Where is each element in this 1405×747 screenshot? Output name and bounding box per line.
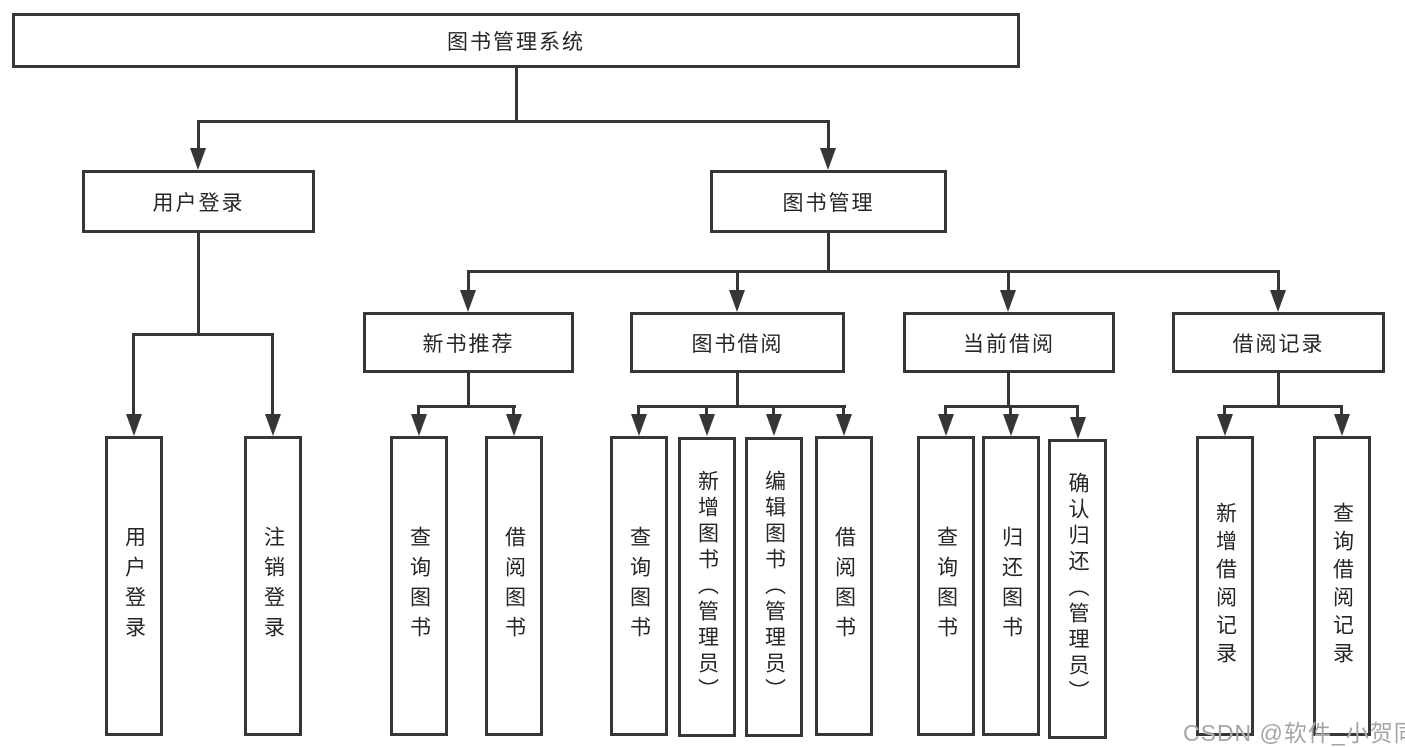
connector-line [1277, 373, 1280, 408]
node-label: 借阅图书 [502, 526, 526, 646]
arrowhead-icon [506, 414, 522, 436]
node-label: 图书管理系统 [447, 30, 585, 54]
node-label: 图书借阅 [691, 332, 784, 356]
leaf-add-book-admin: 新增图书（管理员） [678, 437, 736, 737]
node-book-management: 图书管理 [710, 170, 947, 233]
arrowhead-icon [938, 414, 954, 436]
connector-line [467, 373, 470, 408]
arrowhead-icon [460, 290, 476, 312]
arrowhead-icon [1217, 414, 1233, 436]
node-current-borrowing: 当前借阅 [903, 312, 1115, 373]
node-label: 查询图书 [934, 526, 958, 646]
node-label: 查询借阅记录 [1330, 502, 1354, 670]
connector-line [827, 233, 830, 273]
arrowhead-icon [699, 414, 715, 436]
connector-line [417, 405, 420, 418]
node-label: 用户登录 [122, 526, 146, 646]
node-label: 查询图书 [407, 526, 431, 646]
arrowhead-icon [411, 414, 427, 436]
arrowhead-icon [126, 414, 142, 436]
connector-line [1223, 405, 1226, 418]
connector-line [1076, 405, 1079, 418]
node-new-book-recommend: 新书推荐 [363, 312, 574, 373]
connector-line [736, 373, 739, 408]
connector-line [772, 405, 775, 418]
leaf-user-login: 用户登录 [105, 436, 163, 736]
arrowhead-icon [1270, 290, 1286, 312]
connector-line [1009, 405, 1012, 418]
arrowhead-icon [1000, 290, 1016, 312]
connector-line [637, 405, 846, 408]
leaf-logout-login: 注销登录 [244, 436, 302, 736]
leaf-borrow-books-1: 借阅图书 [485, 436, 543, 736]
node-borrowing-records: 借阅记录 [1172, 312, 1385, 373]
node-label: 新增图书（管理员） [695, 470, 719, 704]
leaf-return-book: 归还图书 [982, 436, 1040, 736]
node-label: 借阅图书 [832, 526, 856, 646]
connector-line [1223, 405, 1343, 408]
arrowhead-icon [820, 148, 836, 170]
leaf-query-books-3: 查询图书 [917, 436, 975, 736]
leaf-query-borrow-record: 查询借阅记录 [1313, 436, 1371, 736]
node-label: 图书管理 [782, 191, 875, 215]
node-label: 借阅记录 [1232, 332, 1325, 356]
connector-line [132, 333, 135, 417]
arrowhead-icon [729, 290, 745, 312]
arrowhead-icon [265, 414, 281, 436]
arrowhead-icon [836, 414, 852, 436]
node-user-login: 用户登录 [82, 170, 315, 233]
csdn-watermark: CSDN @软件_小贺同学 [1183, 720, 1405, 746]
connector-line [1007, 270, 1010, 292]
connector-line [705, 405, 708, 418]
node-label: 查询图书 [627, 526, 651, 646]
connector-line [417, 405, 516, 408]
node-library-management-system: 图书管理系统 [12, 13, 1020, 68]
connector-line [637, 405, 640, 418]
node-label: 归还图书 [999, 526, 1023, 646]
node-label: 当前借阅 [963, 332, 1055, 356]
connector-line [1277, 270, 1280, 292]
node-label: 新书推荐 [422, 332, 515, 356]
connector-line [515, 68, 518, 122]
connector-line [197, 120, 200, 150]
connector-line [944, 405, 947, 418]
leaf-add-borrow-record: 新增借阅记录 [1196, 436, 1254, 736]
node-label: 新增借阅记录 [1213, 502, 1237, 670]
arrowhead-icon [1334, 414, 1350, 436]
arrowhead-icon [190, 148, 206, 170]
leaf-query-books-2: 查询图书 [610, 436, 668, 736]
connector-line [467, 270, 1280, 273]
connector-line [132, 333, 274, 336]
connector-line [197, 233, 200, 335]
arrowhead-icon [1070, 417, 1086, 439]
connector-line [271, 333, 274, 417]
node-book-borrowing: 图书借阅 [630, 312, 845, 373]
node-label: 编辑图书（管理员） [762, 470, 786, 704]
node-label: 注销登录 [261, 526, 285, 646]
connector-line [467, 270, 470, 292]
leaf-query-books-1: 查询图书 [390, 436, 448, 736]
leaf-edit-book-admin: 编辑图书（管理员） [745, 437, 803, 737]
connector-line [512, 405, 515, 418]
connector-line [1340, 405, 1343, 418]
leaf-borrow-books-2: 借阅图书 [815, 436, 873, 736]
connector-line [736, 270, 739, 292]
connector-line [827, 120, 830, 150]
connector-line [1007, 373, 1010, 408]
connector-line [197, 120, 830, 123]
arrowhead-icon [631, 414, 647, 436]
node-label: 用户登录 [152, 191, 245, 215]
arrowhead-icon [1003, 414, 1019, 436]
arrowhead-icon [766, 414, 782, 436]
node-label: 确认归还（管理员） [1066, 472, 1089, 706]
connector-line [842, 405, 845, 418]
leaf-confirm-return-admin: 确认归还（管理员） [1048, 439, 1107, 739]
